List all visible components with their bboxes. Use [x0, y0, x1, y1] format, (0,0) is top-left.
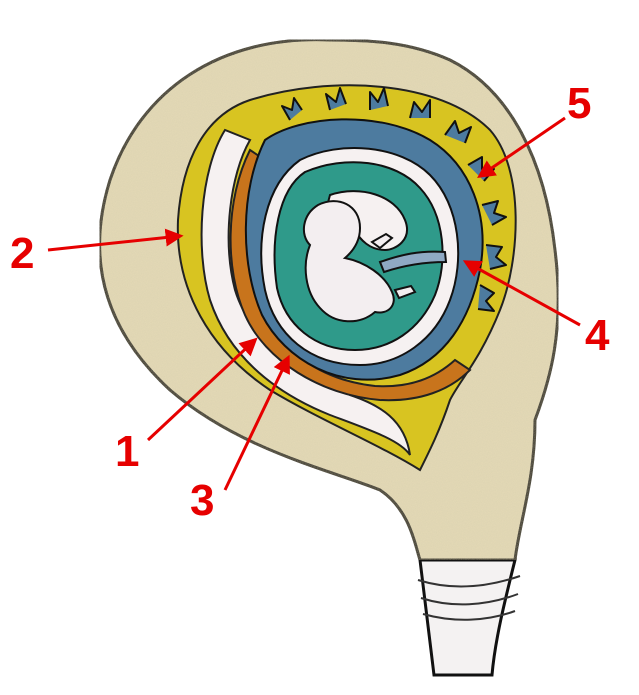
embryo-limb: [370, 232, 417, 300]
label-3: 3: [190, 476, 214, 525]
cervix: [417, 558, 521, 677]
label-2: 2: [10, 229, 34, 278]
arrow-icon: [477, 116, 566, 179]
arrows: [47, 116, 581, 491]
arrow-icon: [47, 228, 184, 252]
arrow-icon: [223, 354, 290, 491]
arrow-icon: [462, 260, 581, 327]
label-1: 1: [115, 427, 139, 476]
umbilical-cord: [378, 250, 448, 274]
label-4: 4: [585, 311, 610, 360]
embryo: [302, 200, 395, 323]
uterine-cavity: [200, 128, 411, 456]
label-5: 5: [567, 79, 591, 128]
arrow-icon: [146, 337, 258, 442]
